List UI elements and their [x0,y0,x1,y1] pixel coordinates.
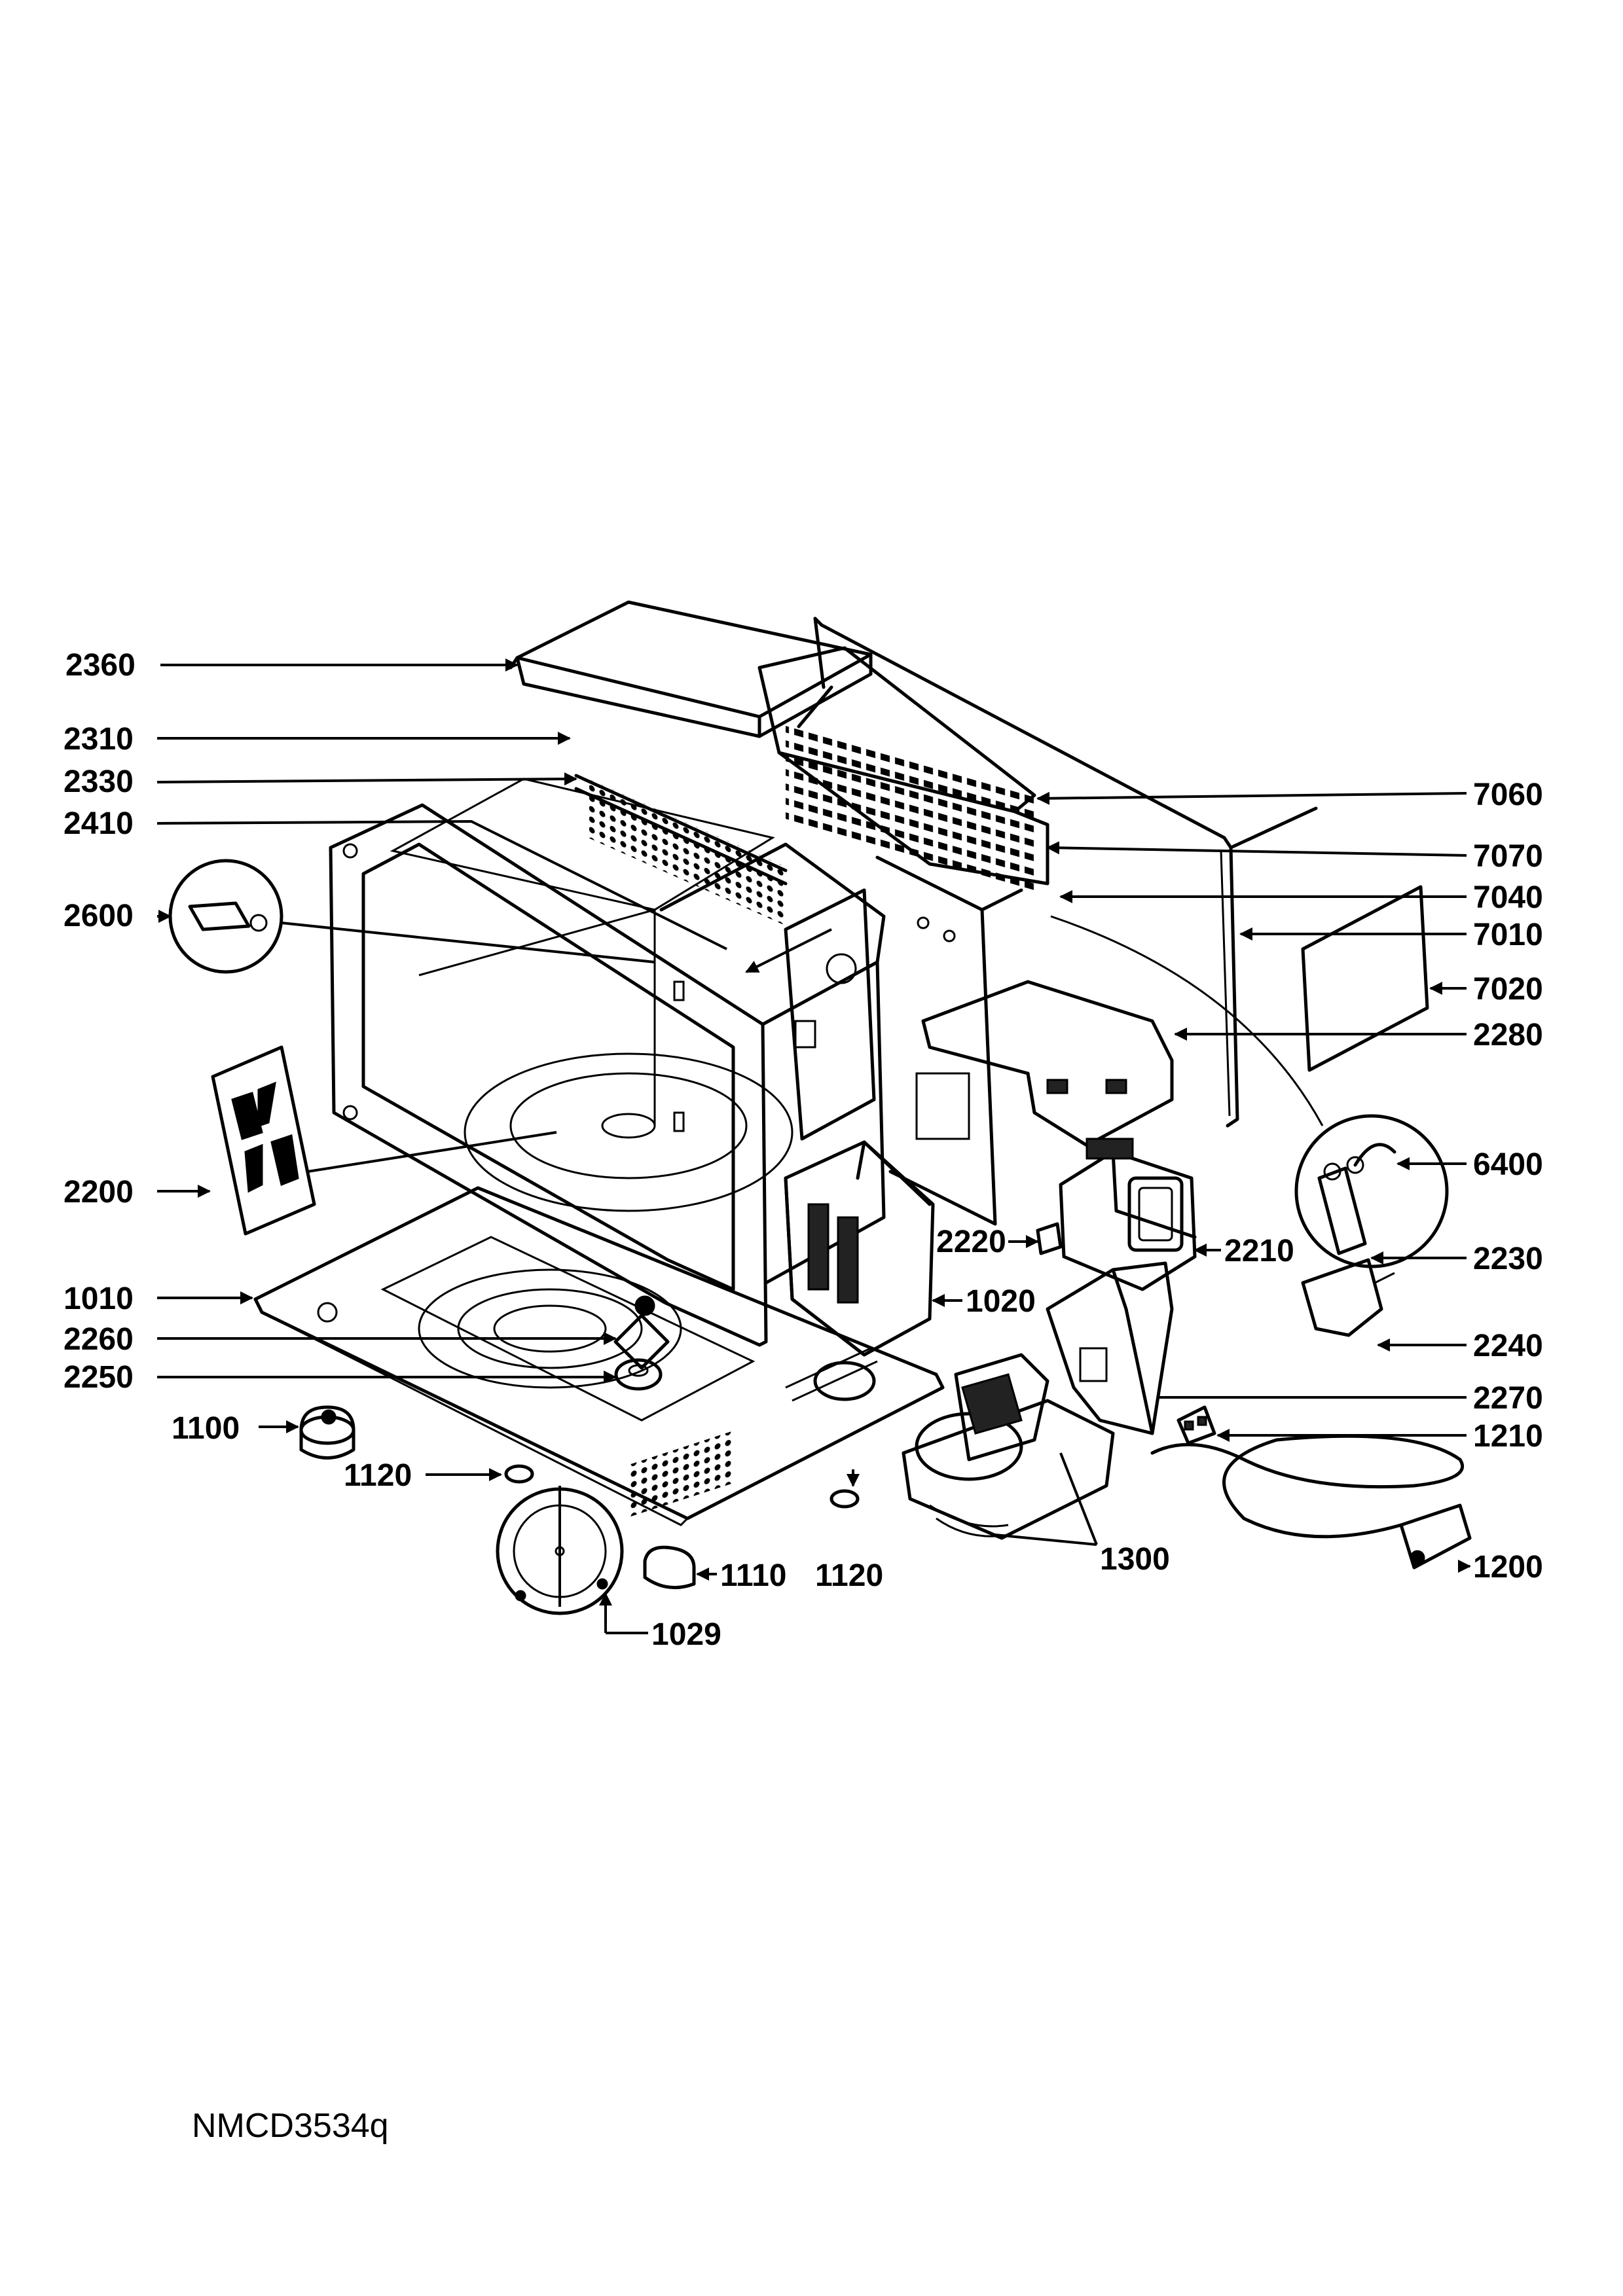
callout-2230: 2230 [1473,1242,1543,1276]
magnetron-part [1036,1138,1197,1291]
callout-2210: 2210 [1224,1234,1294,1268]
callout-2310: 2310 [64,722,134,757]
callout-7020: 7020 [1473,972,1543,1007]
callout-1020: 1020 [966,1284,1036,1319]
callout-1120-right: 1120 [815,1558,883,1593]
side-panel-part [1301,885,1429,1072]
callout-2200: 2200 [64,1175,134,1210]
callout-1120-left: 1120 [344,1458,412,1493]
vent-cover-part [757,646,1049,893]
callout-7040: 7040 [1473,880,1543,915]
callout-1300: 1300 [1100,1542,1170,1577]
base-plate-part [253,1186,945,1526]
callout-1110: 1110 [720,1558,786,1593]
callout-1100: 1100 [172,1411,240,1446]
oven-cavity-part [329,774,886,1347]
callout-2360: 2360 [65,648,136,683]
callout-1010: 1010 [64,1282,134,1316]
callout-2260: 2260 [64,1322,134,1357]
callout-2600: 2600 [64,899,134,933]
callout-2250: 2250 [64,1360,134,1395]
power-cord-part [1150,1405,1472,1570]
back-panel-part [875,855,1023,1226]
callout-labels: 2360 2310 2330 2410 2600 2200 1010 2260 … [64,648,1543,1652]
outer-cover-part [813,617,1318,1128]
transformer-part [784,1140,935,1357]
drawing-code: NMCD3534q [192,2107,389,2145]
callout-2280: 2280 [1473,1018,1543,1052]
fuse-holder-part [168,859,655,974]
mica-cover-part [211,1045,557,1236]
callout-2330: 2330 [64,764,134,799]
callout-2240: 2240 [1473,1329,1543,1363]
callout-7060: 7060 [1473,778,1543,812]
leader-lines [156,658,1471,1634]
support-bracket-part [1046,1261,1174,1435]
callout-7070: 7070 [1473,839,1543,874]
callout-6400: 6400 [1473,1147,1543,1182]
turntable-motor-part [613,1295,670,1391]
callout-1210: 1210 [1473,1419,1543,1454]
callout-1200: 1200 [1473,1550,1543,1585]
callout-2220: 2220 [936,1225,1006,1259]
callout-7010: 7010 [1473,918,1543,952]
callout-1029: 1029 [651,1617,721,1652]
callout-2410: 2410 [64,806,134,841]
fan-motor-part [902,1353,1115,1540]
fan-duct-part [921,980,1174,1147]
hv-capacitor-part [1050,915,1449,1337]
callout-2270: 2270 [1473,1381,1543,1416]
